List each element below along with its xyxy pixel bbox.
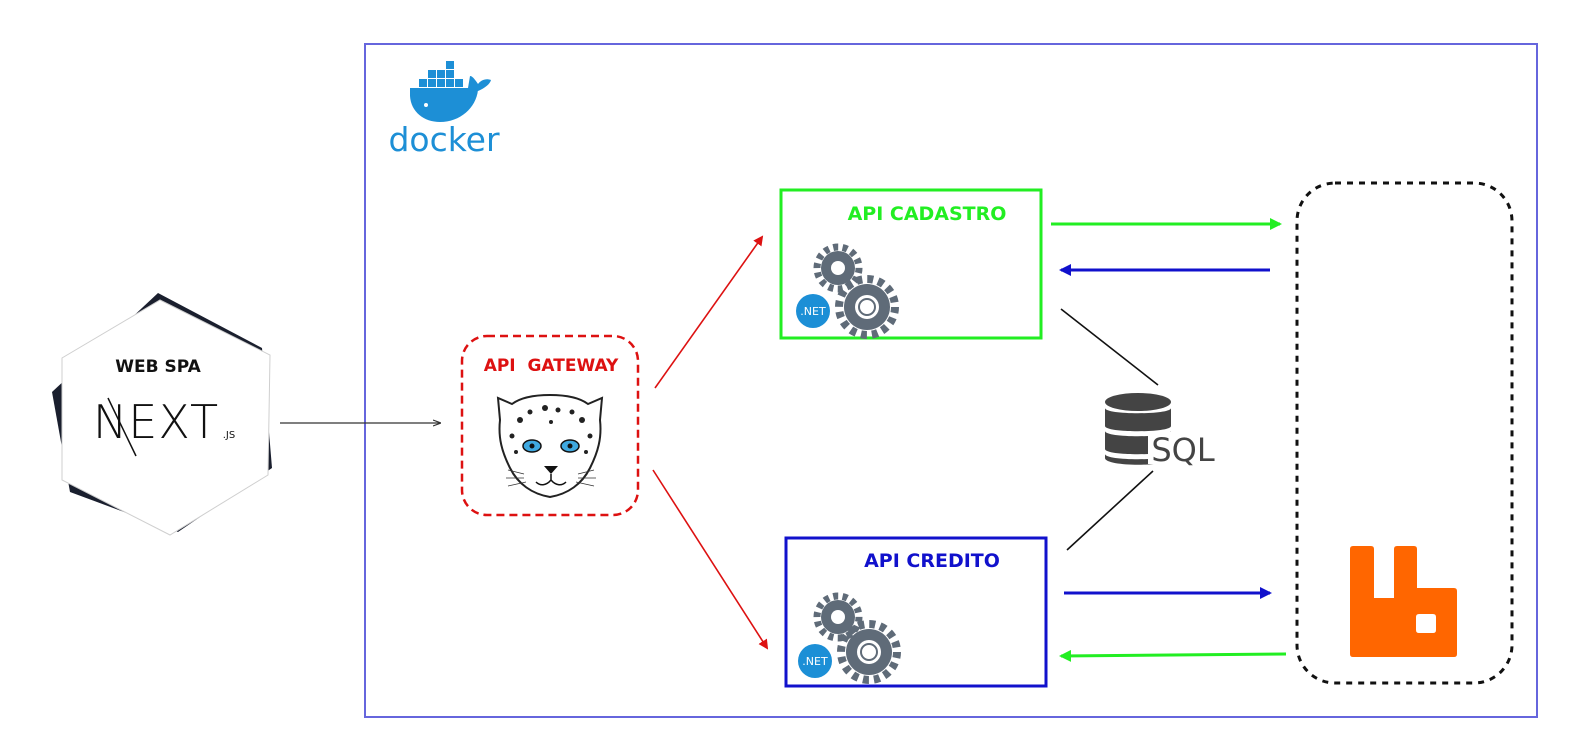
api-gateway-label: API GATEWAY <box>484 356 619 376</box>
api-credito-node: API CREDITO .NET <box>784 536 1048 688</box>
nextjs-slash <box>107 397 137 457</box>
docker-whale-icon <box>410 61 491 122</box>
api-cadastro-label: API CADASTRO <box>848 203 1007 225</box>
gears-icon <box>813 243 899 339</box>
line-cadastro-to-sql <box>1060 308 1159 386</box>
message-broker-node <box>1295 181 1514 685</box>
hexagon-shape <box>61 299 271 536</box>
docker-logo-text: docker <box>388 120 500 159</box>
docker-logo: docker <box>388 61 500 159</box>
dotnet-badge: .NET <box>796 294 830 328</box>
dotnet-badge: .NET <box>798 644 832 678</box>
gears-icon <box>813 592 901 684</box>
ocelot-icon <box>496 393 604 499</box>
rabbitmq-icon <box>1350 546 1457 657</box>
nextjs-logo: NEXT .JS <box>93 395 235 457</box>
nextjs-logo-sub: .JS <box>223 430 235 441</box>
dotnet-badge-text: .NET <box>800 305 826 318</box>
arrow-gateway-to-cadastro <box>654 235 764 389</box>
api-gateway-node: API GATEWAY <box>460 334 640 517</box>
arrow-broker-to-credito <box>1059 649 1287 662</box>
docker-container-border <box>364 43 1538 718</box>
web-spa-title: WEB SPA <box>115 357 201 377</box>
message-broker-box <box>1295 181 1514 685</box>
arrow-gateway-to-credito <box>652 469 769 650</box>
api-cadastro-node: API CADASTRO .NET <box>779 188 1043 340</box>
api-credito-label: API CREDITO <box>864 550 1000 572</box>
sql-database-node: SQL <box>1105 393 1216 469</box>
line-credito-to-sql <box>1066 470 1154 551</box>
dotnet-badge-text: .NET <box>802 655 828 668</box>
web-spa-node: WEB SPA NEXT .JS <box>52 293 272 536</box>
nextjs-logo-main: NEXT <box>93 395 219 449</box>
sql-label: SQL <box>1151 431 1215 469</box>
